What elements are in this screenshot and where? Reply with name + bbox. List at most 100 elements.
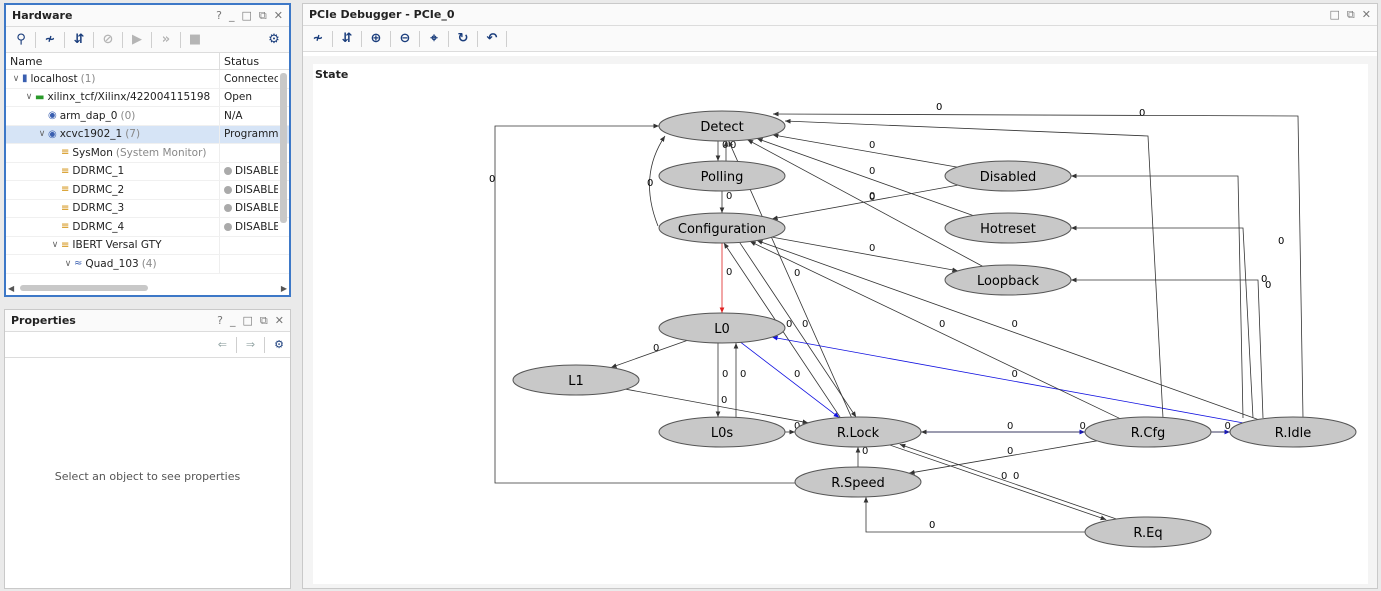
- zoom-fit-icon[interactable]: ⌖: [430, 31, 438, 46]
- state-node-configuration[interactable]: [658, 212, 786, 244]
- state-node-ridle[interactable]: [1229, 416, 1357, 448]
- refresh-icon[interactable]: ↻: [457, 31, 469, 46]
- tree-row-name: arm_dap_0: [59, 109, 118, 122]
- tree-row-extra: (7): [125, 128, 141, 141]
- transition-count-label: 0: [794, 369, 800, 380]
- transition-edge: [1071, 277, 1264, 419]
- tree-row-name: Quad_103: [85, 257, 139, 270]
- transition-count-label: 0: [939, 319, 945, 330]
- debugger-title: PCIe Debugger - PCIe_0: [309, 8, 455, 21]
- transition-count-label: 0: [721, 395, 727, 406]
- tree-row-status: Connected: [224, 72, 278, 85]
- state-node-polling[interactable]: [658, 160, 786, 192]
- state-node-rlock[interactable]: [794, 416, 922, 448]
- transition-edge: [771, 184, 959, 221]
- tree-row-status: DISABLE: [235, 220, 278, 233]
- transition-edge: [771, 236, 959, 273]
- maximize-icon[interactable]: □: [1329, 7, 1340, 21]
- maximize-icon[interactable]: □: [242, 313, 253, 327]
- collapse-all-icon[interactable]: ≁: [44, 32, 56, 47]
- state-node-rcfg[interactable]: [1084, 416, 1212, 448]
- transition-count-label: 0: [1001, 471, 1007, 482]
- minimize-icon[interactable]: _: [230, 313, 236, 327]
- scroll-thumb[interactable]: [20, 285, 148, 291]
- status-dot-icon: [224, 167, 232, 176]
- float-icon[interactable]: ⧉: [1346, 7, 1355, 21]
- tree-row[interactable]: ∨▮localhost(1)Connected: [6, 70, 289, 89]
- tree-row[interactable]: ∨≈Quad_103(4): [6, 255, 289, 274]
- transition-edge: [772, 133, 958, 168]
- minimize-icon[interactable]: _: [229, 8, 235, 22]
- state-node-label: R.Cfg: [1131, 426, 1166, 441]
- expand-all-icon[interactable]: ⇵: [341, 31, 353, 46]
- maximize-icon[interactable]: □: [241, 8, 252, 22]
- state-node-rspeed[interactable]: [794, 466, 922, 498]
- tree-row[interactable]: ◉arm_dap_0(0)N/A: [6, 107, 289, 126]
- state-node-disabled[interactable]: [944, 160, 1072, 192]
- state-node-req[interactable]: [1084, 516, 1212, 548]
- tree-row[interactable]: ∨≡IBERT Versal GTY: [6, 236, 289, 255]
- help-icon[interactable]: ?: [217, 313, 224, 327]
- float-icon[interactable]: ⧉: [258, 8, 267, 22]
- expand-all-icon[interactable]: ⇵: [73, 32, 85, 47]
- tree-row[interactable]: ≡SysMon(System Monitor): [6, 144, 289, 163]
- forward-arrow-icon[interactable]: ⇒: [245, 338, 256, 351]
- state-section-label: State: [315, 68, 349, 81]
- chip-icon: ◉: [48, 128, 57, 140]
- close-icon[interactable]: ✕: [273, 8, 283, 22]
- column-status-header[interactable]: Status: [224, 54, 260, 68]
- zoom-out-icon[interactable]: ⊖: [399, 31, 411, 46]
- state-node-loopback[interactable]: [944, 264, 1072, 296]
- state-node-l0[interactable]: [658, 312, 786, 344]
- gear-icon[interactable]: ⚙: [268, 32, 280, 47]
- chevron-down-icon[interactable]: ∨: [51, 240, 59, 251]
- transition-count-label: 0: [1007, 421, 1013, 432]
- scroll-left-icon[interactable]: ◀: [8, 283, 15, 293]
- gear-icon[interactable]: ⚙: [274, 338, 284, 351]
- chevron-down-icon[interactable]: ∨: [25, 92, 33, 103]
- search-icon[interactable]: ⚲: [16, 32, 26, 47]
- status-dot-icon: [224, 204, 232, 213]
- tree-row-status: Programm: [224, 128, 278, 141]
- hardware-panel: Hardware ? _ □ ⧉ ✕ ⚲ ≁ ⇵ ⊘ ▶ » ■ ⚙ Name …: [4, 3, 291, 297]
- disconnect-icon[interactable]: ⊘: [102, 32, 114, 47]
- chevron-down-icon[interactable]: ∨: [64, 258, 72, 269]
- float-icon[interactable]: ⧉: [259, 313, 268, 327]
- transition-count-label: 0: [786, 319, 792, 330]
- state-node-detect[interactable]: [658, 110, 786, 142]
- chevron-down-icon[interactable]: ∨: [38, 129, 46, 140]
- state-node-label: Polling: [701, 170, 744, 185]
- help-icon[interactable]: ?: [216, 8, 223, 22]
- debugger-titlebar: PCIe Debugger - PCIe_0 □ ⧉ ✕: [303, 4, 1377, 26]
- stop-icon[interactable]: ■: [188, 32, 202, 47]
- close-icon[interactable]: ✕: [1361, 7, 1371, 21]
- transition-count-label: 0: [869, 192, 875, 203]
- run-icon[interactable]: ▶: [132, 32, 142, 47]
- undo-icon[interactable]: ↶: [486, 31, 498, 46]
- horizontal-scrollbar[interactable]: ◀ ▶: [8, 283, 287, 293]
- back-arrow-icon[interactable]: ⇐: [217, 338, 227, 351]
- state-node-l1[interactable]: [512, 364, 640, 396]
- close-icon[interactable]: ✕: [274, 313, 284, 327]
- vertical-scrollbar[interactable]: [280, 73, 287, 223]
- state-node-hotreset[interactable]: [944, 212, 1072, 244]
- tree-row-name: DDRMC_3: [72, 202, 125, 215]
- tree-row[interactable]: ∨◉xcvc1902_1(7) Programm: [6, 125, 289, 144]
- transition-count-label: 0: [862, 446, 868, 457]
- collapse-all-icon[interactable]: ≁: [312, 31, 324, 46]
- state-node-l0s[interactable]: [658, 416, 786, 448]
- zoom-in-icon[interactable]: ⊕: [370, 31, 382, 46]
- scroll-right-icon[interactable]: ▶: [280, 283, 287, 293]
- transition-edge: [1071, 225, 1254, 419]
- transition-edge: [756, 240, 1259, 420]
- column-name-header[interactable]: Name: [6, 53, 220, 69]
- chevron-down-icon[interactable]: ∨: [12, 73, 20, 84]
- tree-row-name: xcvc1902_1: [59, 128, 123, 141]
- fast-forward-icon[interactable]: »: [161, 32, 171, 47]
- transition-edge: [494, 123, 800, 484]
